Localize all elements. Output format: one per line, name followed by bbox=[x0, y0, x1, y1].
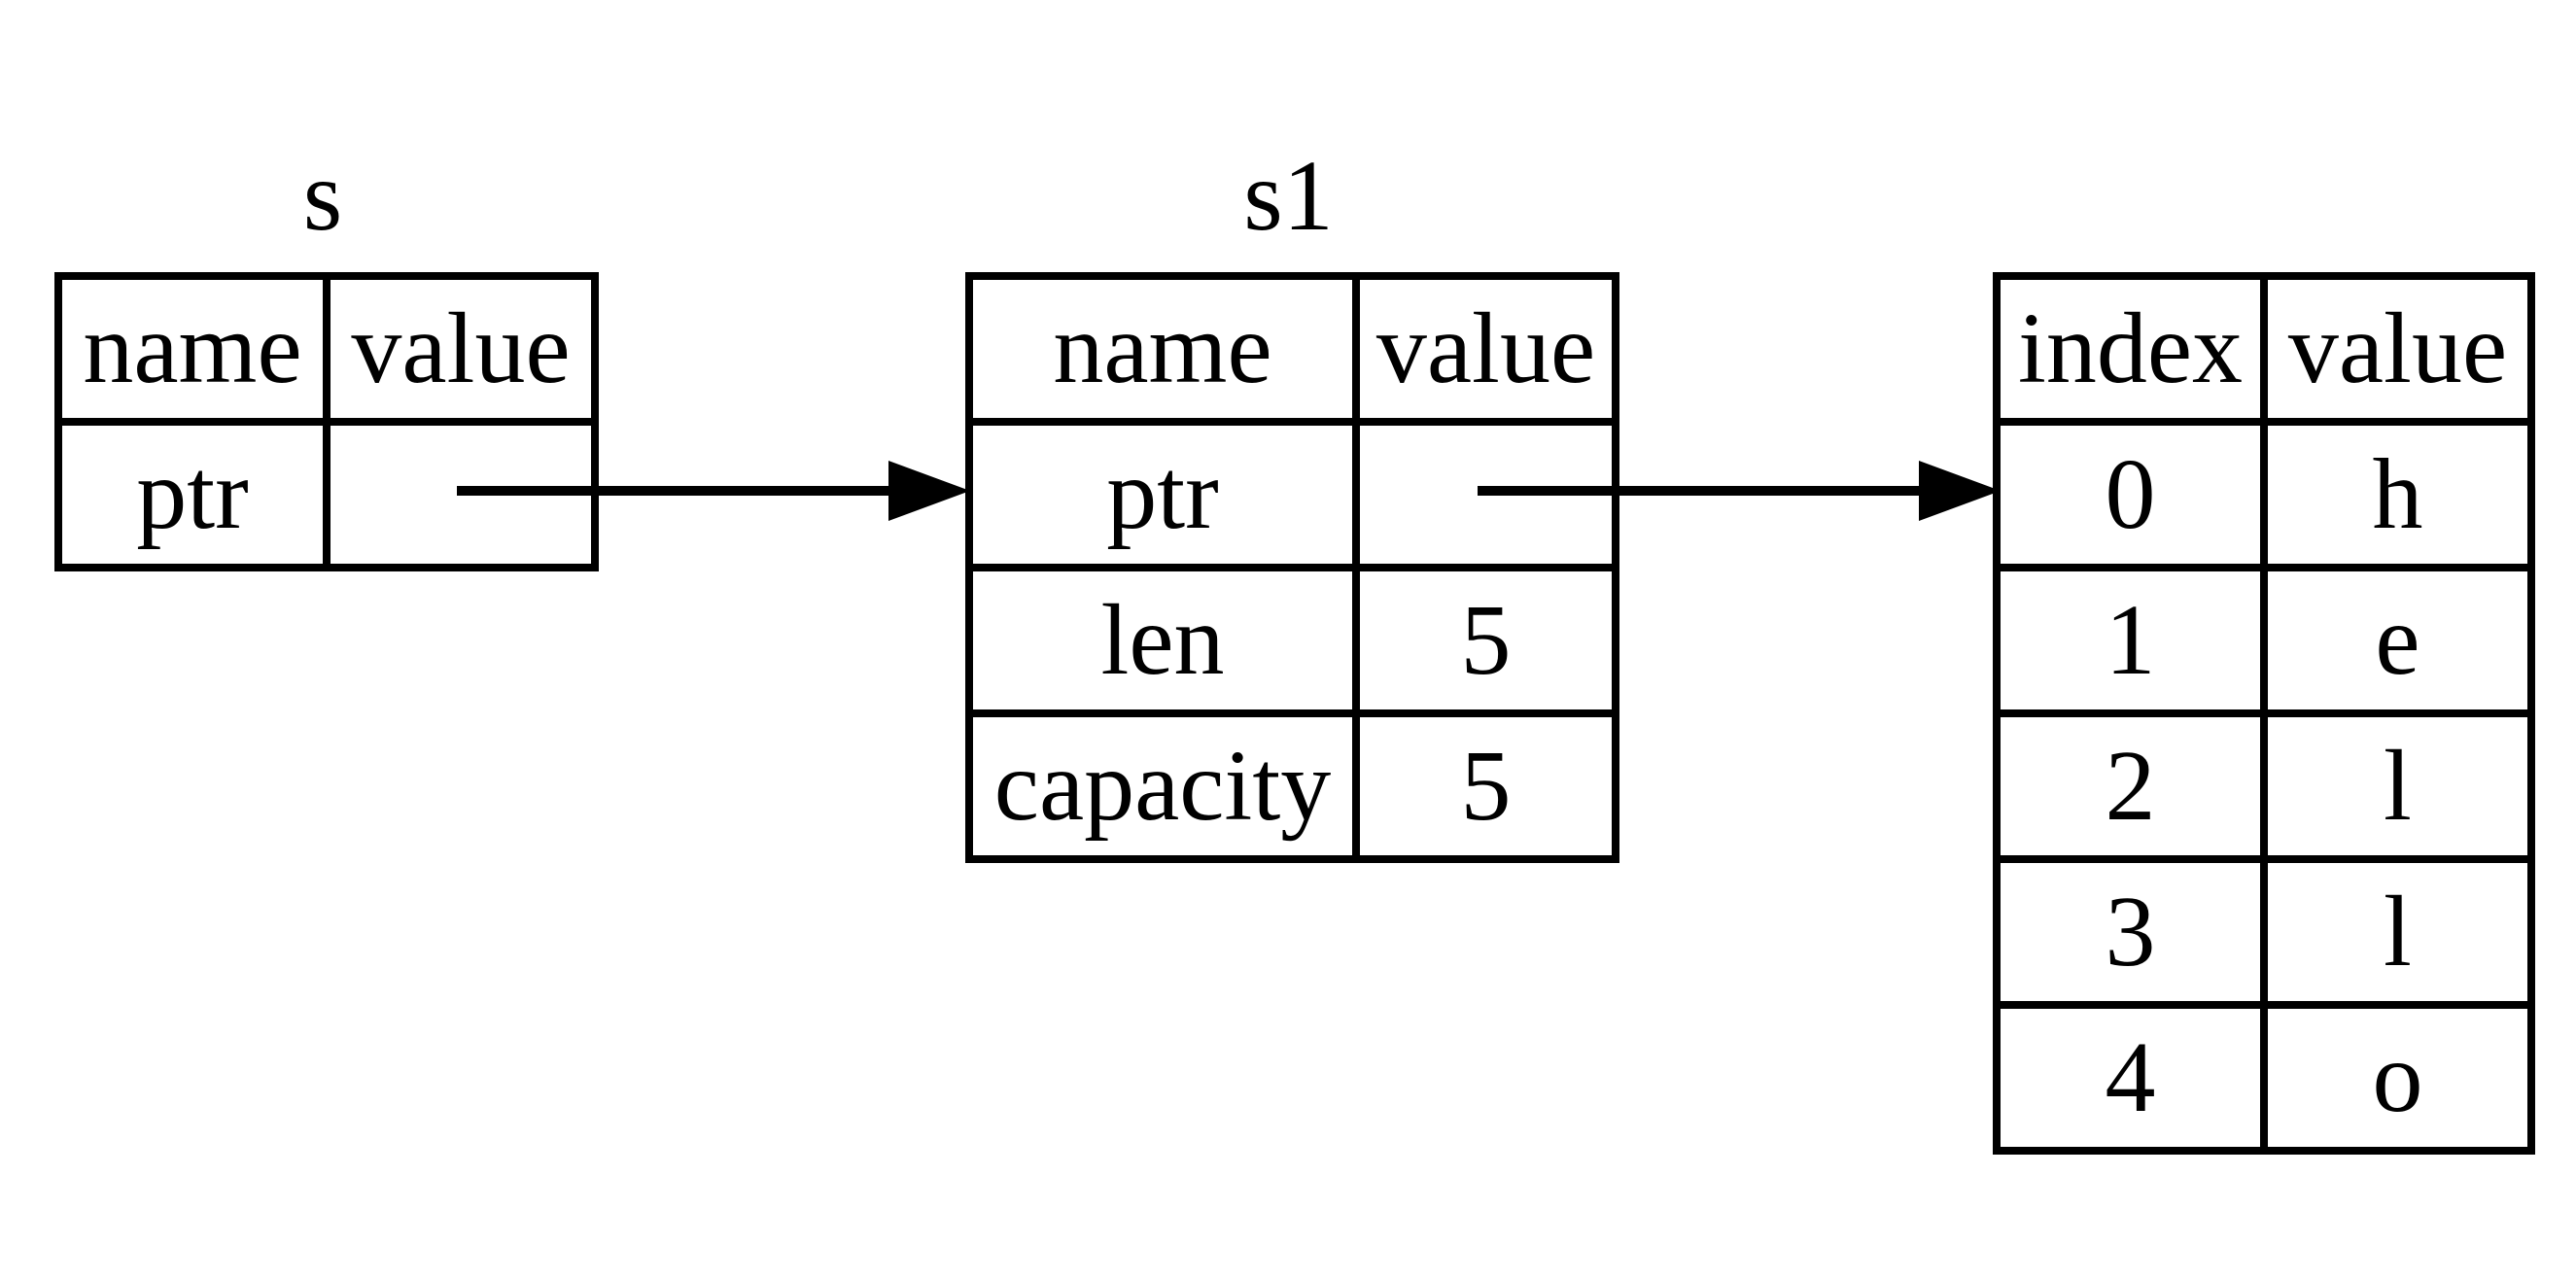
variable-label-s: s bbox=[302, 140, 343, 252]
table-header-row: index value bbox=[1993, 272, 2535, 426]
s1-capacity-name-cell: capacity bbox=[965, 709, 1360, 863]
heap-index-3-cell: 3 bbox=[1993, 855, 2268, 1009]
table-row: len 5 bbox=[965, 564, 1619, 717]
s1-ptr-name-cell: ptr bbox=[965, 418, 1360, 571]
s-ptr-name-cell: ptr bbox=[54, 418, 331, 571]
s1-capacity-value-cell: 5 bbox=[1352, 709, 1619, 863]
s-header-value: value bbox=[323, 272, 599, 426]
table-row: 2 l bbox=[1993, 709, 2535, 863]
variable-label-s1: s1 bbox=[1243, 140, 1334, 252]
stack-table-s1: name value ptr len 5 capacity 5 bbox=[965, 272, 1619, 863]
s1-ptr-value-cell bbox=[1352, 418, 1619, 571]
table-row: capacity 5 bbox=[965, 709, 1619, 863]
table-row: 1 e bbox=[1993, 564, 2535, 717]
s1-len-value-cell: 5 bbox=[1352, 564, 1619, 717]
heap-value-2-cell: l bbox=[2260, 709, 2535, 863]
heap-index-1-cell: 1 bbox=[1993, 564, 2268, 717]
table-row: 3 l bbox=[1993, 855, 2535, 1009]
arrow-s1-to-heap-head bbox=[1919, 461, 2001, 521]
s1-header-value: value bbox=[1352, 272, 1619, 426]
s1-header-name: name bbox=[965, 272, 1360, 426]
table-row: 0 h bbox=[1993, 418, 2535, 571]
stack-table-s: name value ptr bbox=[54, 272, 599, 571]
heap-index-0-cell: 0 bbox=[1993, 418, 2268, 571]
heap-value-4-cell: o bbox=[2260, 1001, 2535, 1155]
heap-value-1-cell: e bbox=[2260, 564, 2535, 717]
heap-value-3-cell: l bbox=[2260, 855, 2535, 1009]
table-row: ptr bbox=[54, 418, 599, 571]
s-header-name: name bbox=[54, 272, 331, 426]
heap-table: index value 0 h 1 e 2 l 3 l 4 o bbox=[1993, 272, 2535, 1155]
s-ptr-value-cell bbox=[323, 418, 599, 571]
heap-header-index: index bbox=[1993, 272, 2268, 426]
s1-len-name-cell: len bbox=[965, 564, 1360, 717]
heap-index-4-cell: 4 bbox=[1993, 1001, 2268, 1155]
table-row: ptr bbox=[965, 418, 1619, 571]
table-row: 4 o bbox=[1993, 1001, 2535, 1155]
heap-index-2-cell: 2 bbox=[1993, 709, 2268, 863]
heap-value-0-cell: h bbox=[2260, 418, 2535, 571]
table-header-row: name value bbox=[965, 272, 1619, 426]
table-header-row: name value bbox=[54, 272, 599, 426]
heap-header-value: value bbox=[2260, 272, 2535, 426]
arrow-s-to-s1-head bbox=[888, 461, 970, 521]
